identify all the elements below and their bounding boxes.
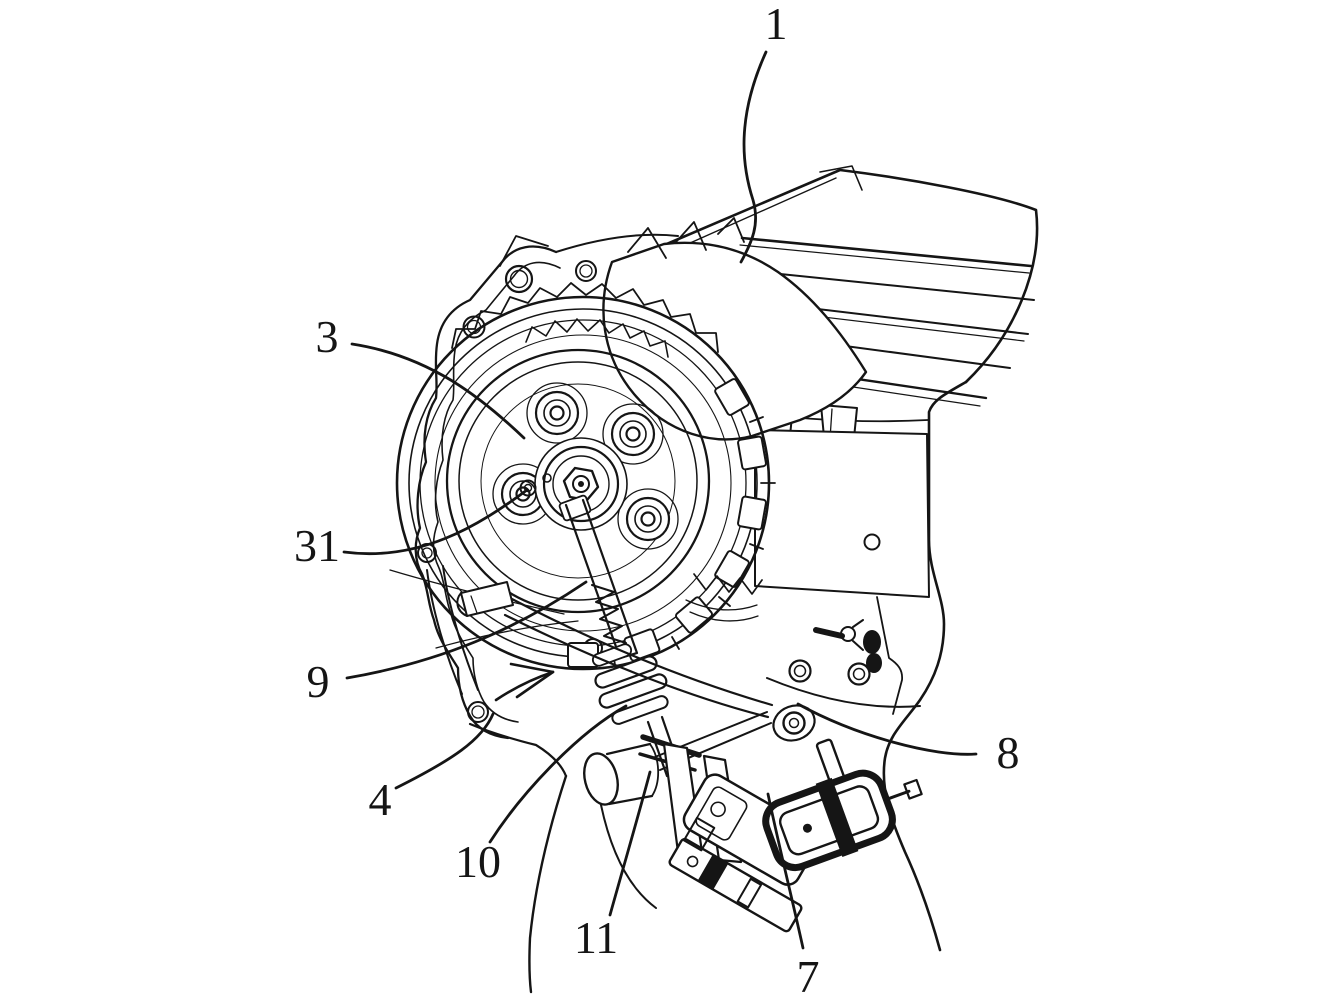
engine-cover: [499, 217, 868, 441]
clutch-basket-windows: [567, 378, 776, 673]
ref-label-31: 31: [294, 520, 340, 571]
clutch-hub: [534, 437, 628, 531]
ref-label-1: 1: [764, 0, 788, 49]
leader-7: [766, 792, 805, 950]
direction-arrow: [494, 662, 555, 702]
leader-11: [608, 770, 652, 917]
case-wall-plate: [754, 429, 930, 598]
ring-gear-teeth: [451, 282, 719, 353]
ref-label-9: 9: [306, 656, 330, 707]
inner-gear-teeth: [525, 318, 669, 358]
release-mechanism: [456, 494, 816, 778]
leader-9: [345, 580, 588, 680]
coil-spring: [591, 584, 627, 654]
leader-10: [488, 704, 628, 844]
ref-label-10: 10: [455, 836, 501, 887]
leader-lines: [342, 50, 978, 950]
stud-pin: [456, 581, 514, 617]
ref-label-11: 11: [573, 912, 619, 963]
ref-label-3: 3: [315, 311, 339, 362]
leader-8: [796, 702, 978, 756]
case-boss: [583, 742, 660, 806]
leader-1: [739, 50, 768, 264]
leader-31: [342, 488, 529, 556]
lifter-pin: [519, 479, 537, 497]
ref-label-7: 7: [796, 951, 820, 1000]
ref-label-4: 4: [368, 774, 392, 825]
leader-4: [394, 712, 495, 790]
connector: [762, 738, 923, 872]
wing-bolt: [813, 619, 864, 651]
crankcase-outline: [754, 380, 968, 952]
lever-ear: [772, 704, 816, 742]
leader-3: [350, 342, 526, 440]
clutch-assembly: [395, 282, 776, 673]
sector-gear-teeth: [693, 573, 763, 595]
ref-label-8: 8: [996, 727, 1020, 778]
